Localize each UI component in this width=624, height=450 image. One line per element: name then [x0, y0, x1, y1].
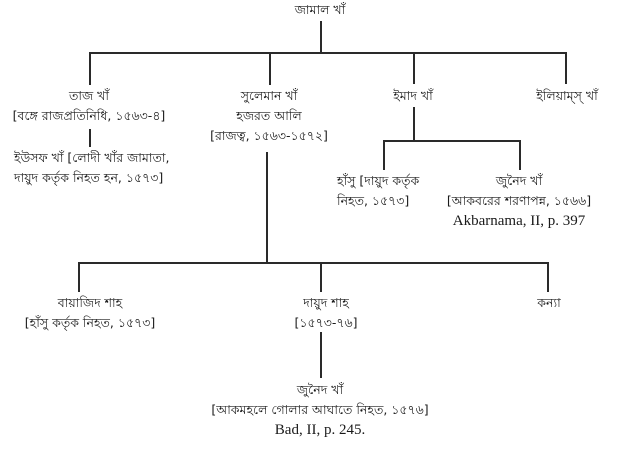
node-name: ইলিয়াম্‌স্‌ খাঁ [536, 88, 598, 103]
node-note: [আকমহলে গোলার আঘাতে নিহত, ১৫৭৬] [211, 402, 429, 417]
node-reference: Akbarnama, II, p. 397 [452, 213, 586, 229]
imad-stem [413, 52, 415, 84]
node-junaid-khan-1: জুনৈদ খাঁ [আকবরের শরণাপন্ন, ১৫৬৬] Akbarn… [447, 171, 591, 231]
node-name: জুনৈদ খাঁ [495, 173, 543, 188]
node-name: জুনৈদ খাঁ [296, 382, 344, 397]
node-yusuf-khan: ইউসফ খাঁ [লোদী খাঁর জামাতা, দায়ুদ কর্তৃ… [14, 148, 169, 188]
node-line1: হাঁসু [দায়ুদ কর্তৃক [337, 173, 420, 188]
imad-children-bar [383, 140, 519, 142]
node-bayazid-shah: বায়াজিদ শাহ [হাঁসু কর্তৃক নিহত, ১৫৭৩] [25, 293, 155, 333]
node-note: [হাঁসু কর্তৃক নিহত, ১৫৭৩] [24, 315, 156, 330]
node-name: তাজ খাঁ [68, 88, 109, 103]
node-imad-khan: ইমাদ খাঁ [393, 86, 432, 106]
node-name: বায়াজিদ শাহ [57, 295, 123, 310]
node-taj-khan: তাজ খাঁ [বঙ্গে রাজপ্রতিনিধি, ১৫৬৩-৪] [13, 86, 166, 126]
daud-down-stem [320, 332, 322, 378]
hansu-stem [383, 140, 385, 170]
node-name: দায়ুদ শাহ [303, 295, 349, 310]
node-name: সুলেমান খাঁ [240, 88, 298, 103]
node-line1: ইউসফ খাঁ [লোদী খাঁর জামাতা, [14, 150, 170, 165]
kanya-stem [547, 262, 549, 292]
daud-stem [320, 262, 322, 292]
node-note: [বঙ্গে রাজপ্রতিনিধি, ১৫৬৩-৪] [12, 108, 166, 123]
imad-down-stem [413, 107, 415, 140]
iliyas-stem [565, 52, 567, 84]
junaid1-stem [519, 140, 521, 170]
bayazid-stem [78, 262, 80, 292]
taj-to-yusuf-stem [89, 129, 91, 147]
node-kanya: কন্যা [537, 293, 560, 313]
node-suleman-khan: সুলেমান খাঁ হজরত আলি [রাজত্ব, ১৫৬৩-১৫৭২] [210, 86, 328, 146]
taj-stem [89, 52, 91, 85]
node-name: ইমাদ খাঁ [393, 88, 433, 103]
node-daud-shah: দায়ুদ শাহ [১৫৭৩-৭৬] [295, 293, 358, 333]
node-jamal-khan: জামাল খাঁ [295, 0, 346, 20]
node-name: কন্যা [537, 295, 561, 310]
node-note: [১৫৭৩-৭৬] [294, 315, 358, 330]
node-iliyas-khan: ইলিয়াম্‌স্‌ খাঁ [536, 86, 597, 106]
node-name: জামাল খাঁ [294, 2, 346, 17]
node-reference: Bad, II, p. 245. [274, 422, 366, 438]
node-line2: নিহত, ১৫৭৩] [337, 193, 410, 208]
suleman-down-stem [266, 152, 268, 262]
node-junaid-khan-2: জুনৈদ খাঁ [আকমহলে গোলার আঘাতে নিহত, ১৫৭৬… [211, 380, 428, 440]
root-stem [320, 21, 322, 52]
node-hansu: হাঁসু [দায়ুদ কর্তৃক নিহত, ১৫৭৩] [337, 171, 419, 211]
gen1-bar [89, 52, 566, 54]
node-line2: দায়ুদ কর্তৃক নিহত হন, ১৫৭৩] [14, 170, 164, 185]
suleman-children-bar [78, 262, 548, 264]
node-note: [আকবরের শরণাপন্ন, ১৫৬৬] [446, 193, 592, 208]
suleman-stem [269, 52, 271, 85]
node-note: [রাজত্ব, ১৫৬৩-১৫৭২] [210, 128, 328, 143]
node-alias: হজরত আলি [236, 108, 302, 123]
